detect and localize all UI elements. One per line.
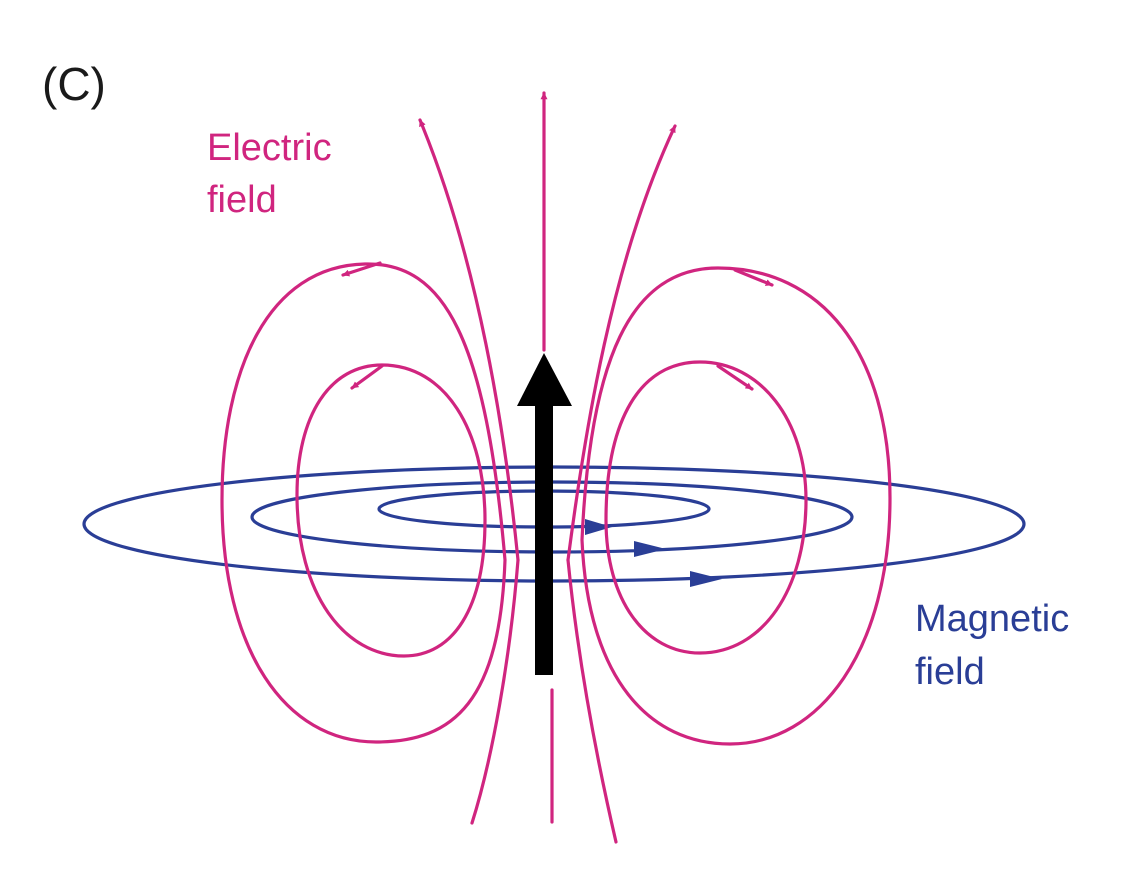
panel-label: (C) bbox=[42, 58, 106, 110]
electric-field-label-line1: Electric bbox=[207, 127, 332, 169]
electric-loop-left-outer bbox=[220, 262, 507, 744]
dipole-arrow bbox=[517, 353, 572, 675]
dipole-arrow-head bbox=[517, 353, 572, 406]
electric-loop-right-inner-arrow bbox=[716, 364, 754, 391]
dipole-arrow-shaft bbox=[535, 400, 553, 675]
electric-loop-right-outer-arrow bbox=[733, 268, 774, 287]
electric-line-upper-left bbox=[418, 118, 520, 562]
electric-loop-left-inner bbox=[295, 363, 487, 658]
electric-loop-left-outer-arrow bbox=[341, 261, 382, 277]
magnetic-field-label: Magnetic field bbox=[915, 598, 1080, 693]
magnetic-arrow-middle bbox=[634, 541, 666, 557]
electric-line-lower-right bbox=[566, 558, 618, 844]
electric-field-lines bbox=[220, 91, 892, 844]
magnetic-field-label-line1: Magnetic bbox=[915, 598, 1069, 640]
electric-field-label-line2: field bbox=[207, 179, 277, 221]
electric-field-label: Electric field bbox=[207, 127, 342, 221]
magnetic-field-label-line2: field bbox=[915, 651, 985, 693]
electric-line-upper-right bbox=[566, 124, 677, 562]
magnetic-loop-outer bbox=[82, 465, 1026, 583]
electric-loop-left-inner-arrow bbox=[350, 364, 384, 390]
electric-loop-right-outer bbox=[580, 266, 892, 746]
magnetic-arrow-outer bbox=[690, 571, 722, 587]
magnetic-arrow-inner bbox=[585, 519, 612, 535]
electric-line-lower-left bbox=[470, 558, 520, 825]
electric-loop-right-inner bbox=[604, 360, 808, 655]
